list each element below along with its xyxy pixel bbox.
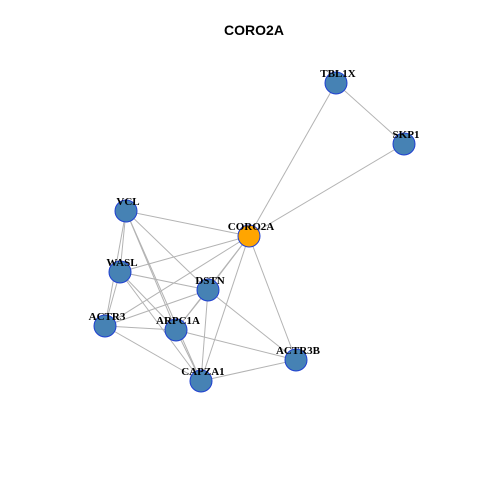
- edge-dstn-actr3b: [207, 289, 297, 361]
- node-vcl[interactable]: VCL: [114, 196, 140, 223]
- node-label: WASL: [106, 257, 137, 269]
- edge-dstn-actr3: [104, 289, 209, 327]
- node-label: TBL1X: [320, 68, 356, 80]
- node-circle[interactable]: [114, 199, 138, 223]
- node-circle[interactable]: [284, 348, 308, 372]
- edge-actr3-capza1: [104, 325, 202, 382]
- node-label: SKP1: [393, 129, 420, 141]
- node-circle[interactable]: [189, 369, 213, 393]
- node-arpc1a[interactable]: ARPC1A: [156, 315, 200, 342]
- edge-skp1-coro2a: [248, 143, 405, 237]
- node-coro2a[interactable]: CORO2A: [228, 221, 275, 248]
- edge-coro2a-actr3: [104, 235, 250, 327]
- node-label: VCL: [116, 196, 139, 208]
- node-circle[interactable]: [237, 224, 261, 248]
- node-label: CORO2A: [228, 221, 275, 233]
- node-circle[interactable]: [196, 278, 220, 302]
- node-label: ACTR3B: [276, 345, 321, 357]
- edge-coro2a-vcl: [125, 210, 250, 237]
- edge-actr3b-capza1: [200, 359, 297, 382]
- node-wasl[interactable]: WASL: [106, 257, 138, 284]
- node-tbl1x[interactable]: TBL1X: [320, 68, 356, 95]
- edge-coro2a-actr3b: [248, 235, 297, 361]
- edge-vcl-capza1: [125, 210, 202, 382]
- edge-wasl-capza1: [119, 271, 202, 382]
- edge-arpc1a-actr3b: [175, 329, 297, 361]
- node-skp1[interactable]: SKP1: [392, 129, 420, 156]
- node-circle[interactable]: [392, 132, 416, 156]
- edge-wasl-arpc1a: [119, 271, 177, 331]
- edge-coro2a-capza1: [200, 235, 250, 382]
- edge-coro2a-wasl: [119, 235, 250, 273]
- node-label: DSTN: [195, 275, 224, 287]
- node-actr3[interactable]: ACTR3: [89, 311, 126, 338]
- edge-tbl1x-coro2a: [248, 82, 337, 237]
- node-label: ARPC1A: [156, 315, 200, 327]
- edge-wasl-dstn: [119, 271, 209, 291]
- edge-vcl-dstn: [125, 210, 209, 291]
- node-circle[interactable]: [93, 314, 117, 338]
- edge-dstn-capza1: [200, 289, 209, 382]
- node-dstn[interactable]: DSTN: [195, 275, 225, 302]
- node-circle[interactable]: [324, 71, 348, 95]
- graph-title: CORO2A: [224, 22, 284, 38]
- node-capza1[interactable]: CAPZA1: [181, 366, 225, 393]
- edge-actr3-arpc1a: [104, 325, 177, 331]
- node-label: CAPZA1: [181, 366, 224, 378]
- edge-tbl1x-skp1: [335, 82, 405, 145]
- node-label: ACTR3: [89, 311, 126, 323]
- node-actr3b[interactable]: ACTR3B: [276, 345, 321, 372]
- node-circle[interactable]: [164, 318, 188, 342]
- node-circle[interactable]: [108, 260, 132, 284]
